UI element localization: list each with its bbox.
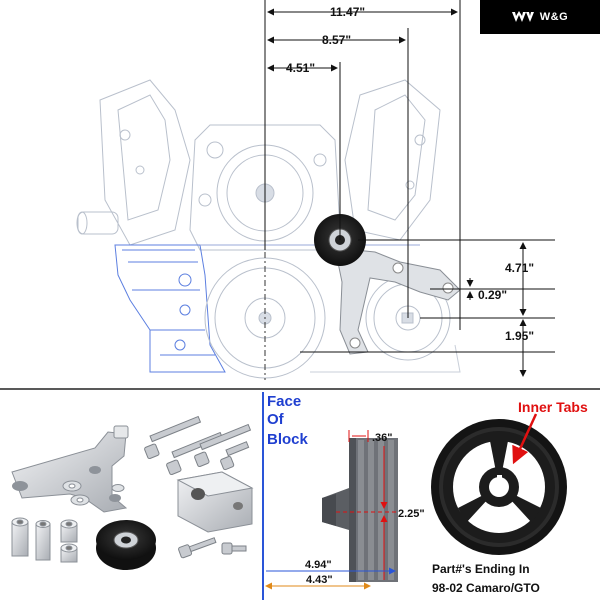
dim-depth-total: 4.94" xyxy=(305,559,332,571)
block-face-line2: Of xyxy=(267,411,285,428)
spacer-block xyxy=(176,471,254,533)
tensioner-bracket-drawing xyxy=(334,247,461,355)
dim-lower-height: 1.95" xyxy=(505,329,534,343)
block-face-line3: Block xyxy=(267,431,309,448)
dim-offset-top: .36" xyxy=(372,432,393,444)
pulley-profile xyxy=(262,392,398,600)
bracket-part xyxy=(11,425,129,513)
caption-line1: Part#'s Ending In xyxy=(432,562,530,576)
long-bolts xyxy=(144,415,252,476)
kit-parts-photo xyxy=(11,415,254,570)
block-face-line1: Face xyxy=(267,393,301,410)
dim-gap-height: 0.29" xyxy=(478,288,507,302)
block-face-label: Face Of Block xyxy=(267,393,309,448)
standoffs xyxy=(11,517,78,563)
inner-tabs-callout: Inner Tabs xyxy=(518,399,588,415)
crank-pulley-drawing xyxy=(204,252,326,380)
crank-pulley-photo xyxy=(431,413,567,555)
brand-logo-icon xyxy=(511,11,534,22)
dimension-labels-top: 11.47" 8.57" 4.51" 4.71" 0.29" 1.95" xyxy=(286,5,534,343)
dim-upper-height: 4.71" xyxy=(505,261,534,275)
pulley-profile-labels: .36" 2.25" 4.94" 4.43" xyxy=(305,432,425,586)
brand-badge: W&G xyxy=(480,0,600,34)
brand-name: W&G xyxy=(539,11,569,23)
caption-line2: 98-02 Camaro/GTO xyxy=(432,581,540,595)
idler-pulley-part xyxy=(96,520,156,570)
engine-block-blueprint xyxy=(114,244,420,373)
dim-mid-width: 8.57" xyxy=(322,33,351,47)
dim-offset-center: 2.25" xyxy=(398,508,425,520)
washers xyxy=(62,480,125,506)
dim-depth-face: 4.43" xyxy=(306,574,333,586)
dimension-lines-top xyxy=(264,0,555,377)
dim-overall-width: 11.47" xyxy=(330,5,365,19)
short-bolts xyxy=(178,537,247,559)
dim-short-width: 4.51" xyxy=(286,61,315,75)
engine-front-drawing xyxy=(76,79,441,251)
